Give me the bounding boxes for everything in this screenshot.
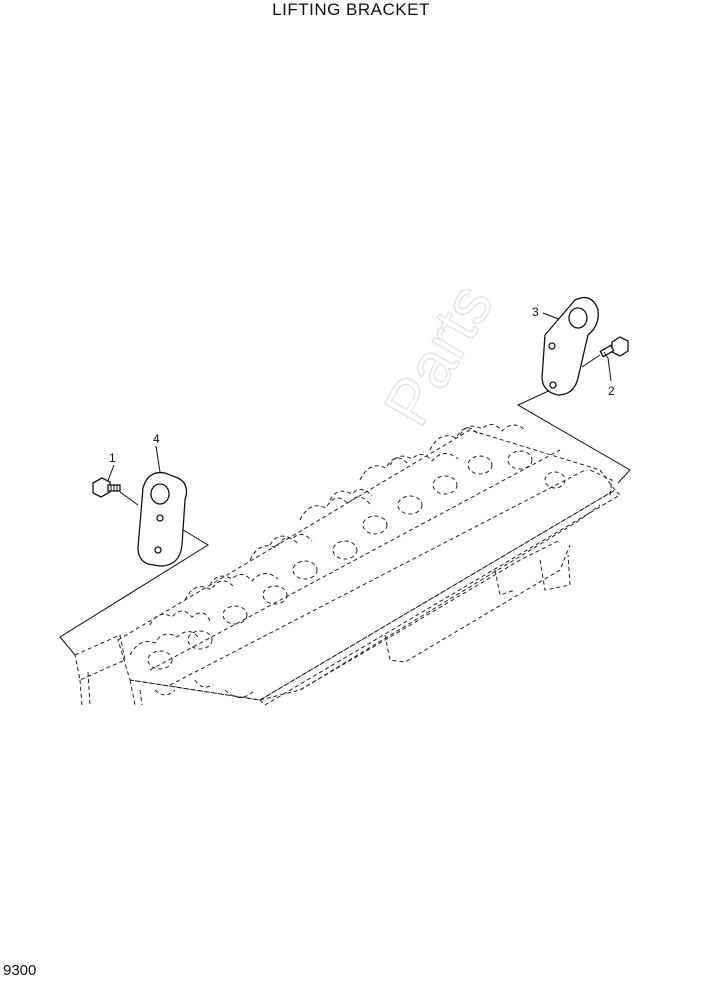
bolt-left bbox=[92, 477, 121, 498]
diagram-title: LIFTING BRACKET bbox=[272, 0, 430, 19]
watermark: Parts bbox=[370, 272, 507, 437]
lifting-bracket-left bbox=[137, 471, 188, 567]
page-number: 9300 bbox=[3, 962, 37, 979]
bolt-right bbox=[599, 336, 629, 359]
callout-2: 2 bbox=[608, 384, 615, 398]
lifting-bracket-right bbox=[541, 296, 599, 396]
callout-3: 3 bbox=[532, 305, 539, 319]
callout-4: 4 bbox=[153, 432, 160, 446]
cylinder-head-outline bbox=[74, 424, 621, 706]
callout-1: 1 bbox=[109, 451, 116, 465]
